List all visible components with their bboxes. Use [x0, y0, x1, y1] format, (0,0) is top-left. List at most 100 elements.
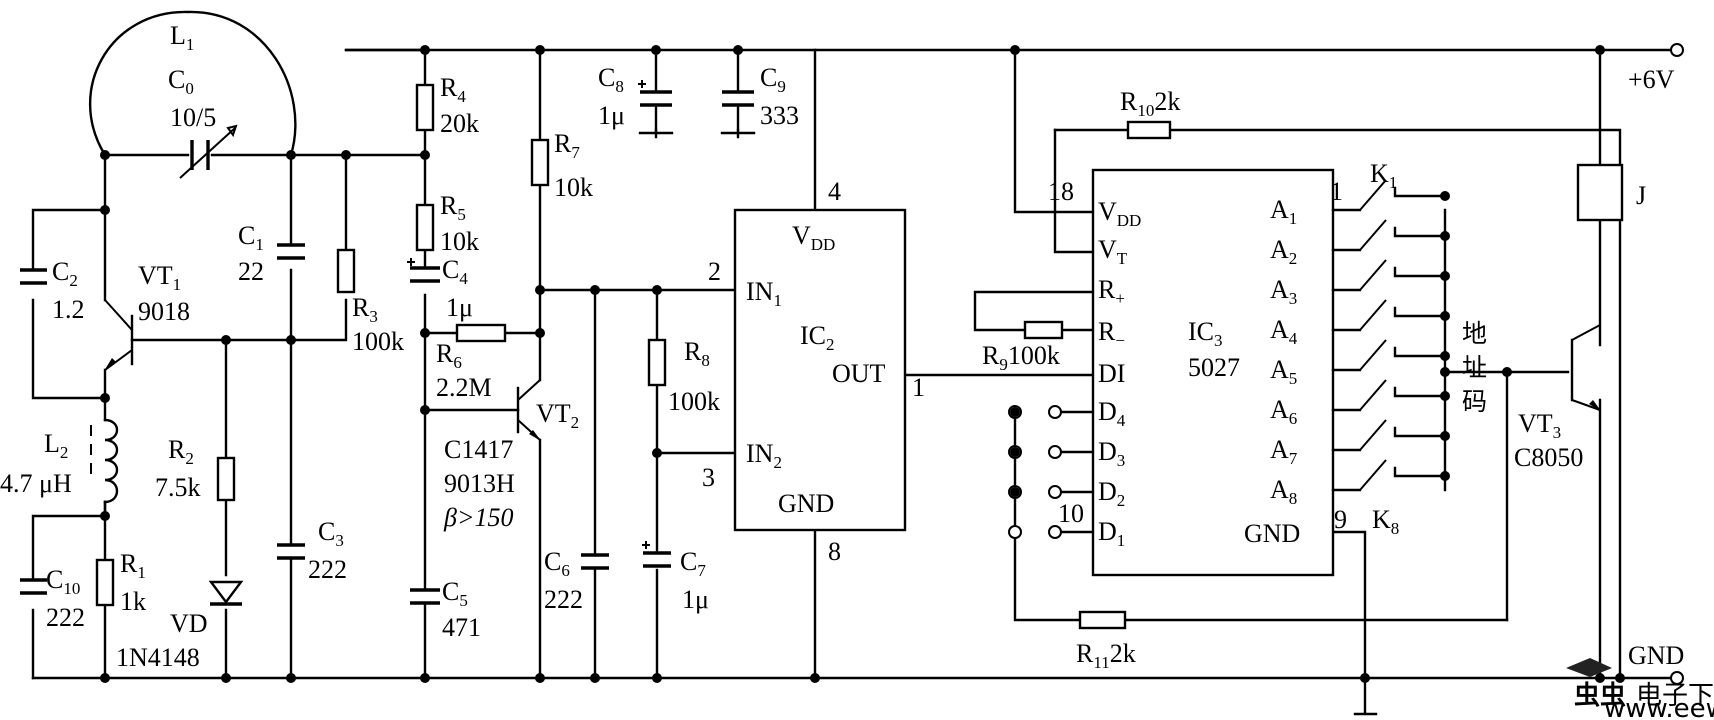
c0-label: C0	[168, 65, 194, 98]
c6-capacitor	[581, 553, 609, 570]
ic3-box	[1091, 168, 1335, 577]
r3-resistor	[336, 248, 356, 294]
junction-dot	[535, 285, 545, 295]
switch-a3-blade	[1359, 259, 1387, 291]
l1-label: L1	[170, 21, 194, 54]
ic3-pin1-num: 1	[1330, 177, 1343, 206]
r2-resistor	[216, 456, 236, 502]
r7-resistor	[530, 138, 550, 187]
junction-dot	[1615, 673, 1625, 683]
switch-a1-contact	[1393, 186, 1447, 198]
ic3-a8-pin: A8	[1270, 475, 1297, 508]
d-pin-terminals	[1008, 405, 1062, 539]
c7-label: C7	[680, 547, 706, 580]
c3-capacitor	[277, 543, 305, 560]
c1-label: C1	[238, 221, 264, 254]
c10-label: C10	[46, 565, 80, 598]
ic3-a1-pin: A1	[1270, 195, 1297, 228]
vt2-type-1: C1417	[444, 435, 513, 464]
vd-label: VD	[170, 609, 208, 638]
switch-a4-contact	[1393, 306, 1447, 318]
c3-value: 222	[308, 555, 347, 584]
junction-dot	[221, 673, 231, 683]
junction-dot	[100, 511, 110, 521]
r5-value: 10k	[440, 227, 479, 256]
switch-a8-blade	[1359, 459, 1387, 491]
c9-label: C9	[760, 63, 786, 96]
ic3-pin9-num: 9	[1334, 505, 1347, 534]
r1-value: 1k	[120, 587, 146, 616]
junction-dot	[1010, 487, 1020, 497]
relay-j-coil	[1576, 163, 1624, 222]
r6-label: R6	[436, 339, 462, 372]
ic3-pin10-num: 10	[1058, 499, 1084, 528]
junction-dot	[100, 150, 110, 160]
junction-dot	[1010, 407, 1020, 417]
ic2-out-pin: OUT	[832, 359, 886, 388]
address-switch-bank	[1331, 179, 1450, 492]
address-code-char-2: 址	[1462, 353, 1487, 382]
junction-dot	[420, 405, 430, 415]
switch-a3-contact	[1393, 266, 1447, 278]
switch-a6-contact	[1393, 386, 1447, 398]
c3-label: C3	[318, 517, 344, 550]
junction-dot	[810, 673, 820, 683]
junction-dot	[733, 45, 743, 55]
junction-dot	[1502, 367, 1512, 377]
r5-label: R5	[440, 191, 466, 224]
c5-value: 471	[442, 613, 481, 642]
junction-dot	[420, 45, 430, 55]
watermark-name: 电子下载站	[1636, 681, 1714, 711]
relay-j-label: J	[1636, 181, 1646, 210]
c4-value: 1μ	[446, 293, 473, 322]
c9-value: 333	[760, 101, 799, 130]
c10-capacitor	[20, 578, 47, 595]
c1-value: 22	[238, 257, 264, 286]
r8-value: 100k	[668, 387, 720, 416]
ic2-pin2-num: 2	[708, 257, 721, 286]
vt1-label: VT1	[138, 261, 181, 294]
junction-dot	[652, 285, 662, 295]
ic2-pin8-num: 8	[828, 537, 841, 566]
r4-resistor	[415, 83, 435, 132]
ic2-vdd-pin: VDD	[792, 221, 835, 254]
ic3-a7-pin: A7	[1270, 435, 1298, 468]
c9-capacitor	[720, 90, 756, 135]
r8-label: R8	[684, 337, 710, 370]
c4-label: C4	[442, 255, 468, 288]
ic2-pin1-num: 1	[912, 373, 925, 402]
junction-dots	[100, 45, 1625, 683]
r5-resistor	[415, 203, 435, 252]
plus-6v-terminal	[1670, 43, 1684, 57]
l2-inductor	[103, 418, 119, 504]
switch-a2-contact	[1393, 226, 1447, 238]
switch-a6-junction	[1440, 391, 1450, 401]
c0-variable-capacitor	[179, 124, 238, 179]
vt3-label: VT3	[1518, 409, 1561, 442]
c5-label: C5	[442, 577, 468, 610]
r11-resistor	[1078, 610, 1127, 630]
vt2-type-2: 9013H	[444, 469, 515, 498]
labels: L1 C0 10/5 C2 1.2 VT1 9018 C1 22 R3 100k…	[0, 21, 1684, 672]
r6-value: 2.2M	[436, 373, 492, 402]
l2-value: 4.7 μH	[0, 469, 72, 498]
switch-a1-blade	[1359, 179, 1387, 211]
ic3-d2-pin: D2	[1098, 477, 1125, 510]
switch-a5-blade	[1359, 339, 1387, 371]
ic3-part: 5027	[1188, 353, 1240, 382]
r3-value: 100k	[352, 327, 404, 356]
c6-value: 222	[544, 585, 583, 614]
vt3-transistor	[1589, 400, 1601, 411]
vt3-type: C8050	[1514, 443, 1583, 472]
junction-dot	[1010, 447, 1020, 457]
r7-value: 10k	[554, 173, 593, 202]
r9-label: R9100k	[982, 341, 1060, 374]
vt2-gain: β>150	[443, 503, 514, 532]
watermark-logo: 虫虫	[1574, 681, 1626, 711]
ic2-pin4-num: 4	[828, 177, 841, 206]
switch-a7-contact	[1393, 426, 1447, 438]
gnd-terminal	[1670, 671, 1684, 685]
